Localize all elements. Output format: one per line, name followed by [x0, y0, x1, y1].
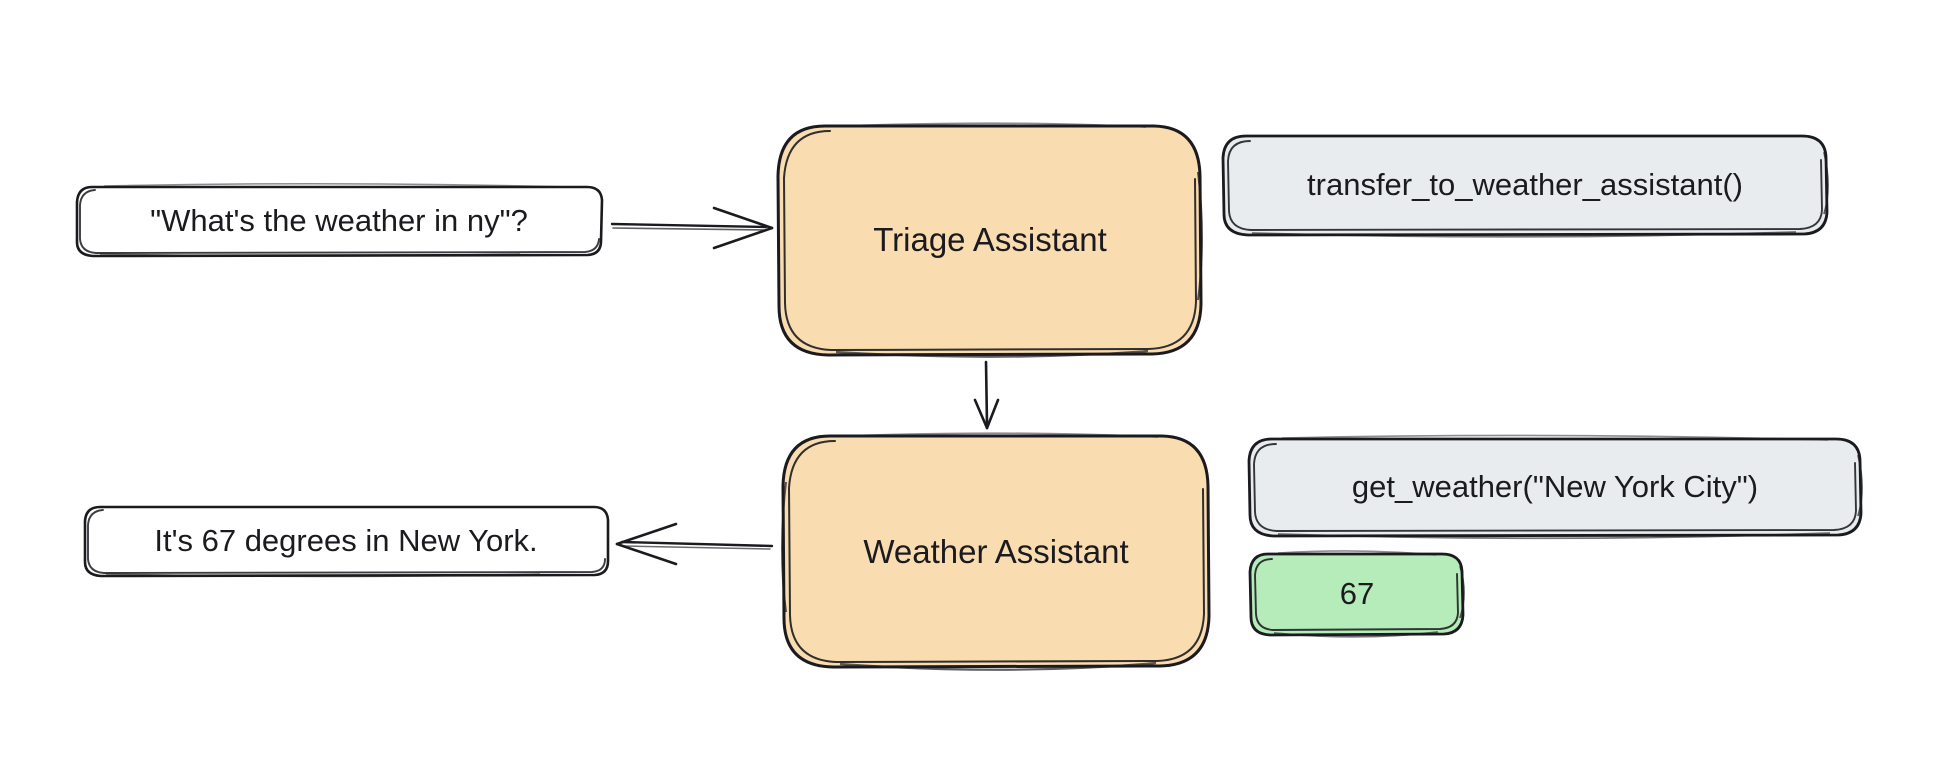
node-triage-assistant[interactable]: Triage Assistant	[778, 124, 1202, 356]
triage-assistant-label: Triage Assistant	[873, 221, 1107, 259]
edge-triage-to-weather[interactable]	[958, 356, 1014, 434]
get-weather-tool-label: get_weather("New York City")	[1351, 468, 1759, 504]
assistant-answer-label: It's 67 degrees in New York.	[154, 522, 538, 558]
edge-weather-to-answer[interactable]	[608, 518, 784, 570]
node-weather-result[interactable]: 67	[1250, 552, 1464, 636]
node-transfer-tool-call[interactable]: transfer_to_weather_assistant()	[1222, 134, 1828, 236]
user-question-label: "What's the weather in ny"?	[150, 202, 528, 238]
transfer-tool-label: transfer_to_weather_assistant()	[1307, 166, 1743, 202]
node-weather-assistant[interactable]: Weather Assistant	[782, 434, 1210, 670]
weather-result-label: 67	[1339, 575, 1375, 611]
node-user-question[interactable]: "What's the weather in ny"?	[76, 186, 602, 256]
node-assistant-answer[interactable]: It's 67 degrees in New York.	[84, 506, 608, 576]
weather-assistant-label: Weather Assistant	[863, 533, 1129, 571]
edge-question-to-triage[interactable]	[606, 200, 778, 246]
node-get-weather-tool-call[interactable]: get_weather("New York City")	[1248, 437, 1862, 537]
